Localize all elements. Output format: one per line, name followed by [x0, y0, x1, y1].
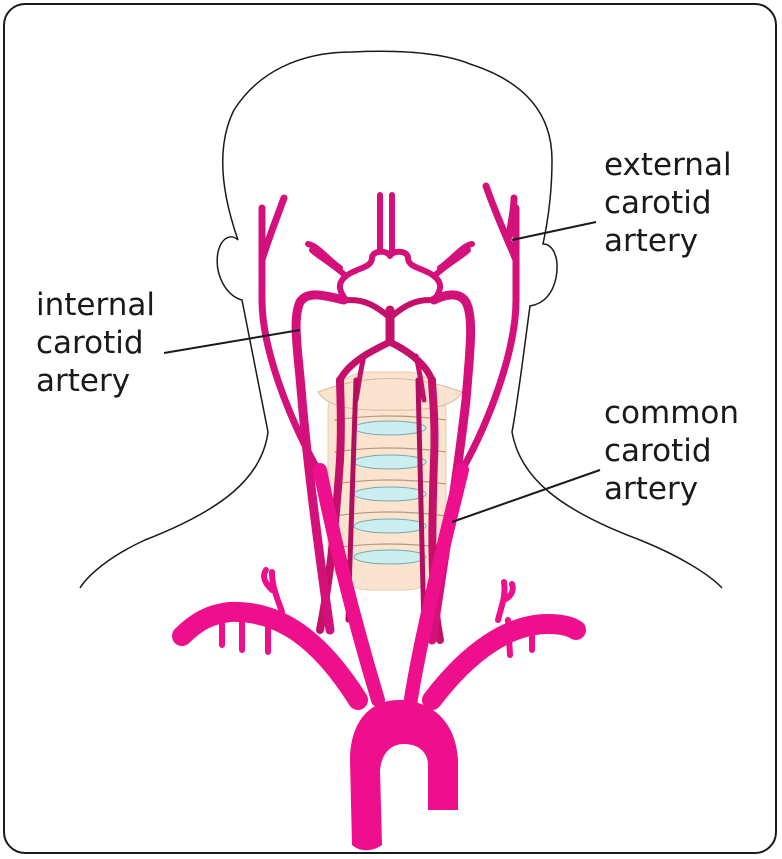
- leader-external: [512, 222, 596, 240]
- leader-common: [452, 470, 600, 522]
- shoulder-left-outline: [80, 432, 268, 588]
- leader-internal: [164, 330, 300, 353]
- cerebral-arteries: [308, 195, 472, 300]
- label-external-carotid: external carotid artery: [604, 146, 732, 260]
- label-common-carotid: common carotid artery: [604, 394, 739, 508]
- aortic-arch: [350, 700, 458, 850]
- label-internal-carotid: internal carotid artery: [36, 286, 155, 400]
